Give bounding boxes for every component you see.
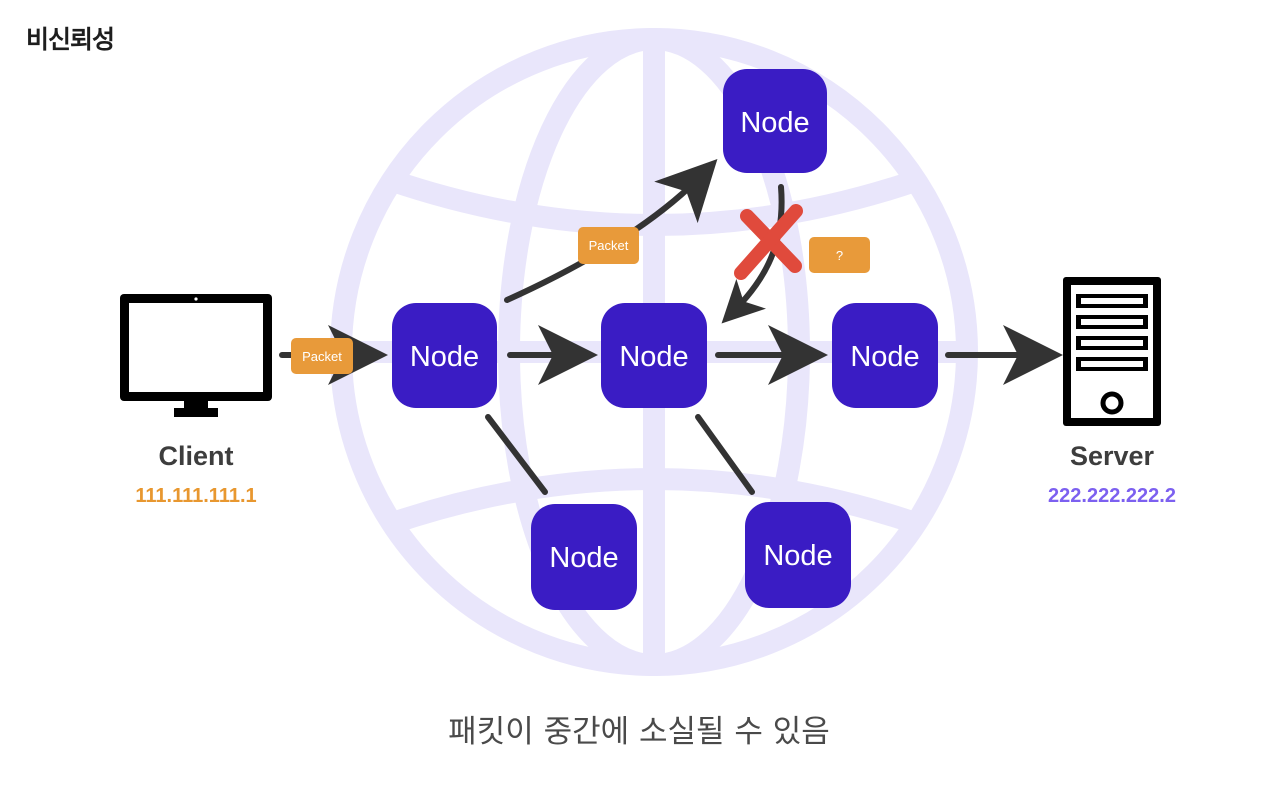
node-center: Node xyxy=(601,303,707,408)
server-label: Server xyxy=(1070,441,1155,471)
svg-text:Packet: Packet xyxy=(589,238,629,253)
client-ip: 111.111.111.1 xyxy=(135,485,256,507)
node-entry: Node xyxy=(392,303,497,408)
node-top: Node xyxy=(723,69,827,173)
server-ip: 222.222.222.2 xyxy=(1048,485,1176,507)
link-entry-to-bottom-left xyxy=(485,414,548,495)
client-monitor-icon xyxy=(120,294,272,417)
server-icon xyxy=(1063,277,1161,426)
packet-incoming: Packet xyxy=(291,338,353,374)
svg-text:Node: Node xyxy=(850,341,919,373)
packet-lost-cross-icon xyxy=(734,204,803,280)
arrow-top-to-center xyxy=(721,184,785,324)
packet-lost: ? xyxy=(809,237,870,273)
svg-text:Packet: Packet xyxy=(302,349,342,364)
svg-text:Node: Node xyxy=(619,341,688,373)
svg-text:?: ? xyxy=(836,248,843,263)
page-title: 비신뢰성 xyxy=(26,25,115,54)
svg-text:Node: Node xyxy=(410,341,479,373)
caption: 패킷이 중간에 소실될 수 있음 xyxy=(448,714,830,750)
client-label: Client xyxy=(158,441,233,471)
node-bottom-left: Node xyxy=(531,504,637,610)
packet-forwarded: Packet xyxy=(578,227,639,264)
node-exit: Node xyxy=(832,303,938,408)
svg-text:Node: Node xyxy=(763,540,832,572)
svg-text:Node: Node xyxy=(549,542,618,574)
svg-text:Node: Node xyxy=(740,107,809,139)
node-bottom-right: Node xyxy=(745,502,851,608)
link-center-to-bottom-right xyxy=(695,414,755,495)
